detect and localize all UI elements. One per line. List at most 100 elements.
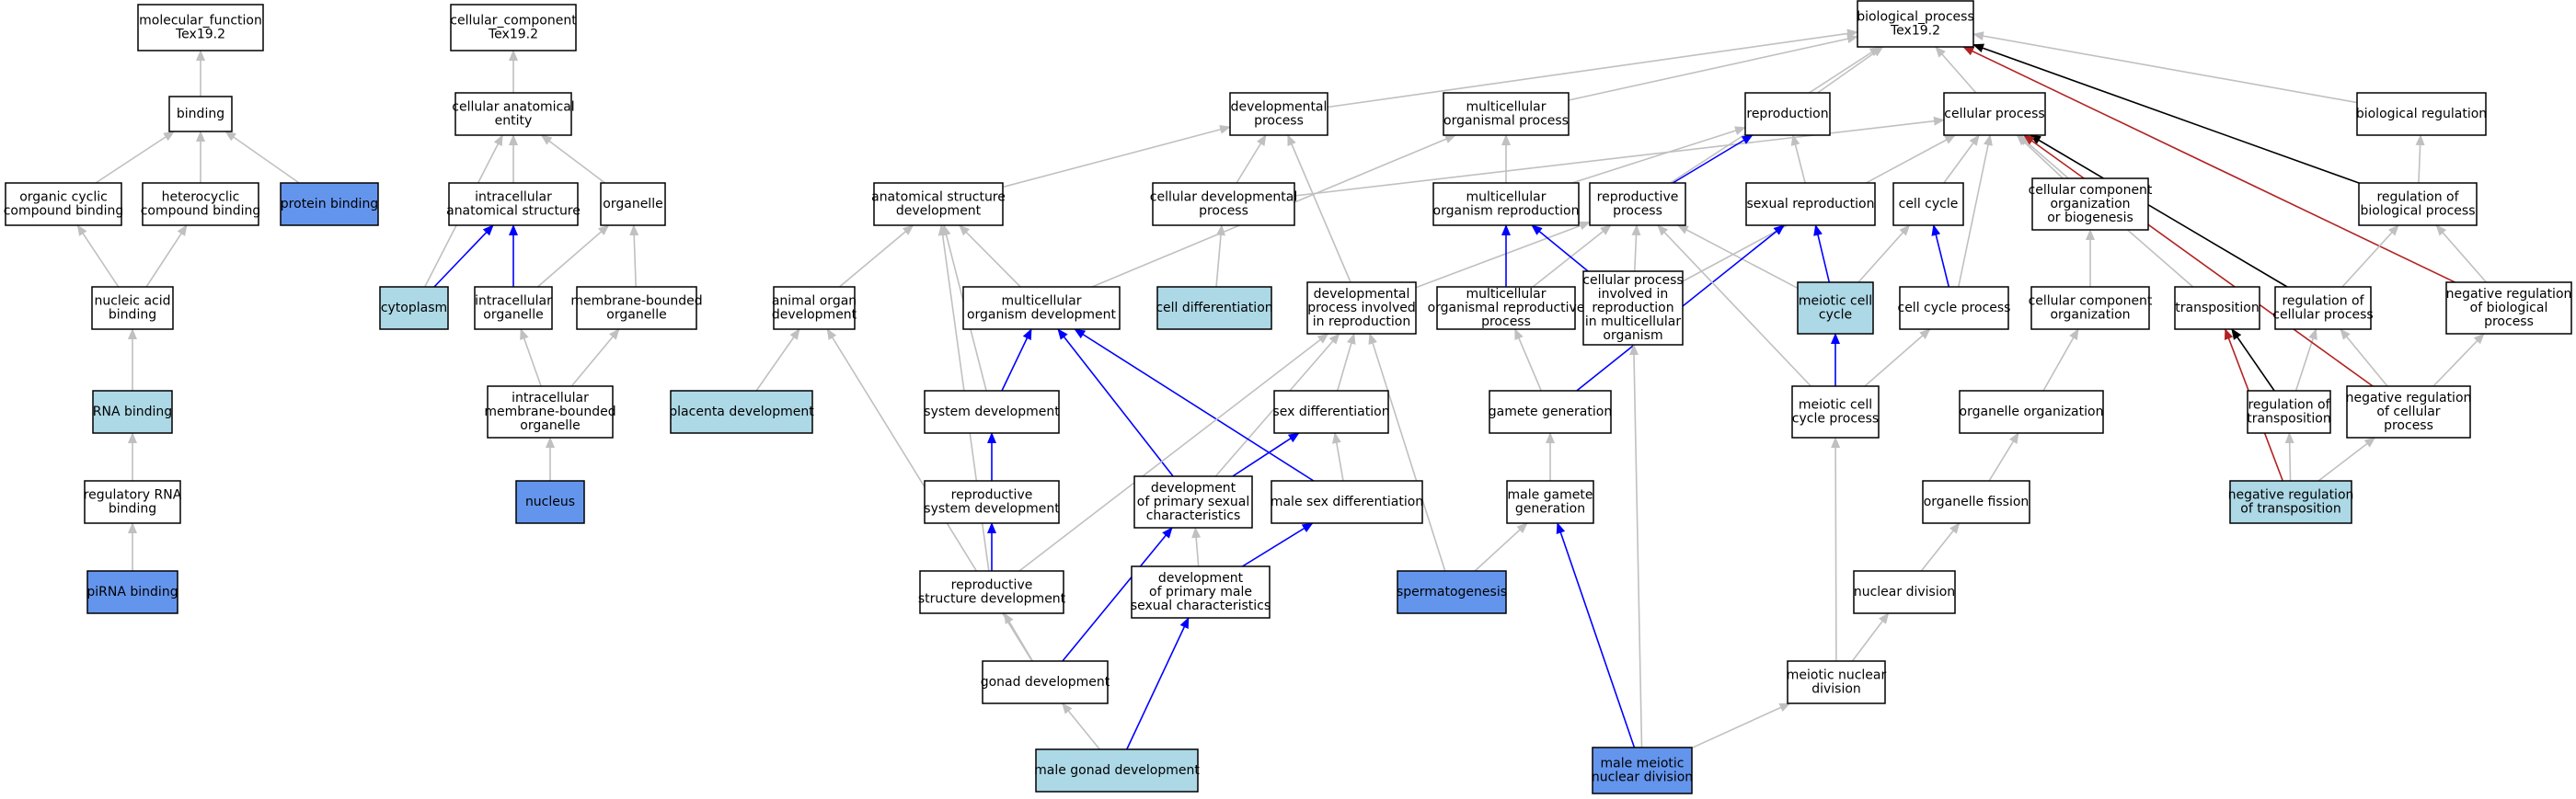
node-label: gamete generation xyxy=(1489,405,1612,419)
node-label: organism development xyxy=(967,308,1117,323)
node-orgfis: organelle fission xyxy=(1922,480,2030,524)
node-box xyxy=(576,286,697,330)
node-label: sex differentiation xyxy=(1272,405,1389,419)
node-protein-binding: protein binding xyxy=(280,182,379,226)
node-label: gonad development xyxy=(981,675,1110,690)
edge-mod-to-asd xyxy=(959,224,1021,288)
node-label: Tex19.2 xyxy=(1890,24,1940,39)
node-label: regulation of xyxy=(2282,294,2364,309)
node-label: process xyxy=(1199,204,1248,219)
edge-nrbp-to-regbp xyxy=(2435,224,2488,283)
edge-mnd-to-mccp xyxy=(1831,437,1841,662)
node-box xyxy=(137,4,264,51)
node-cytoplasm: cytoplasm xyxy=(379,286,449,330)
node-label: RNA binding xyxy=(93,405,172,419)
edge-nucleic-to-hetero xyxy=(145,224,188,288)
node-label: structure development xyxy=(918,592,1066,607)
node-box xyxy=(91,286,174,330)
node-label: process xyxy=(1254,114,1304,129)
node-nucdiv: nuclear division xyxy=(1853,570,1956,614)
node-sexrep: sexual reproduction xyxy=(1745,182,1876,226)
edge-organic-to-binding xyxy=(95,131,175,184)
edge-mcc-to-reprop xyxy=(1676,224,1799,290)
node-label: of cellular xyxy=(2376,405,2440,419)
node-label: process xyxy=(1481,314,1531,329)
node-box xyxy=(1306,281,1417,335)
node-box xyxy=(2031,177,2149,231)
node-ccp: cell cycle process xyxy=(1898,286,2010,330)
node-label: male gamete xyxy=(1508,488,1593,503)
node-repro: reproduction xyxy=(1744,92,1831,136)
node-label: meiotic cell xyxy=(1799,398,1872,413)
edge-cpir-to-mor xyxy=(1531,224,1589,272)
node-label: biological regulation xyxy=(2356,107,2487,121)
node-box xyxy=(1857,0,1974,48)
node-label: reproduction xyxy=(1592,301,1673,315)
edge-mccp-to-ccp xyxy=(1864,328,1931,387)
node-box xyxy=(1943,92,2046,136)
node-box xyxy=(1853,570,1956,614)
node-label: multicellular xyxy=(1002,294,1082,309)
node-label: nuclear division xyxy=(1592,770,1693,785)
node-box xyxy=(962,286,1121,330)
edge-regtr-to-regcp xyxy=(2294,328,2317,392)
node-nucleus: nucleus xyxy=(515,480,585,524)
node-label: intracellular xyxy=(475,190,552,205)
node-label: organization xyxy=(2050,197,2130,211)
node-box xyxy=(2358,182,2478,226)
edge-nrtr-to-nrcp xyxy=(2317,437,2376,482)
node-box xyxy=(1133,475,1253,529)
edge-orgfis-to-orgorg xyxy=(1988,432,2019,482)
edge-nucdiv-to-orgfis xyxy=(1920,522,1961,572)
node-box xyxy=(1787,660,1886,704)
node-box xyxy=(84,480,181,524)
node-label: nucleus xyxy=(525,495,575,509)
node-label: cellular process xyxy=(1582,273,1683,288)
node-label: organelle fission xyxy=(1924,495,2030,509)
edge-msd-to-mod xyxy=(1074,328,1315,482)
edge-cellcycle-to-cellproc xyxy=(1943,134,1980,184)
node-label: Tex19.2 xyxy=(175,28,225,42)
node-box xyxy=(1899,286,2009,330)
node-label: cellular anatomical xyxy=(452,100,574,115)
edge-regtr-to-transp xyxy=(2231,328,2275,392)
node-box xyxy=(1443,92,1570,136)
edge-ccp-to-cellcycle xyxy=(1931,224,1950,288)
node-label: protein binding xyxy=(281,197,378,211)
node-sexdiff: sex differentiation xyxy=(1272,390,1390,434)
edge-gonad-to-dpsc xyxy=(1062,527,1173,662)
node-sysdev: system development xyxy=(924,390,1060,434)
node-label: regulatory RNA xyxy=(84,488,182,503)
node-label: biological_process xyxy=(1857,10,1974,25)
node-gamgen: gamete generation xyxy=(1489,390,1612,434)
node-label: binding xyxy=(109,502,156,517)
edge-io-to-organelle xyxy=(536,224,610,288)
node-label: process involved xyxy=(1307,301,1416,315)
node-label: spermatogenesis xyxy=(1397,585,1507,599)
node-gonad: gonad development xyxy=(981,660,1110,704)
edge-ccp-to-cellproc xyxy=(1958,134,1993,288)
node-label: piRNA binding xyxy=(86,585,178,599)
edge-bioreg-to-bp xyxy=(1972,31,2358,104)
node-label: development xyxy=(1151,481,1236,496)
node-box xyxy=(2247,390,2331,434)
node-rna-binding: RNA binding xyxy=(92,390,173,434)
node-label: process xyxy=(2384,418,2433,433)
node-label: cellular developmental xyxy=(1150,190,1297,205)
edge-placenta-to-aod xyxy=(755,328,800,392)
edge-reprop-to-repro xyxy=(1672,134,1754,184)
node-box xyxy=(142,182,259,226)
node-label: transposition xyxy=(2247,412,2330,427)
